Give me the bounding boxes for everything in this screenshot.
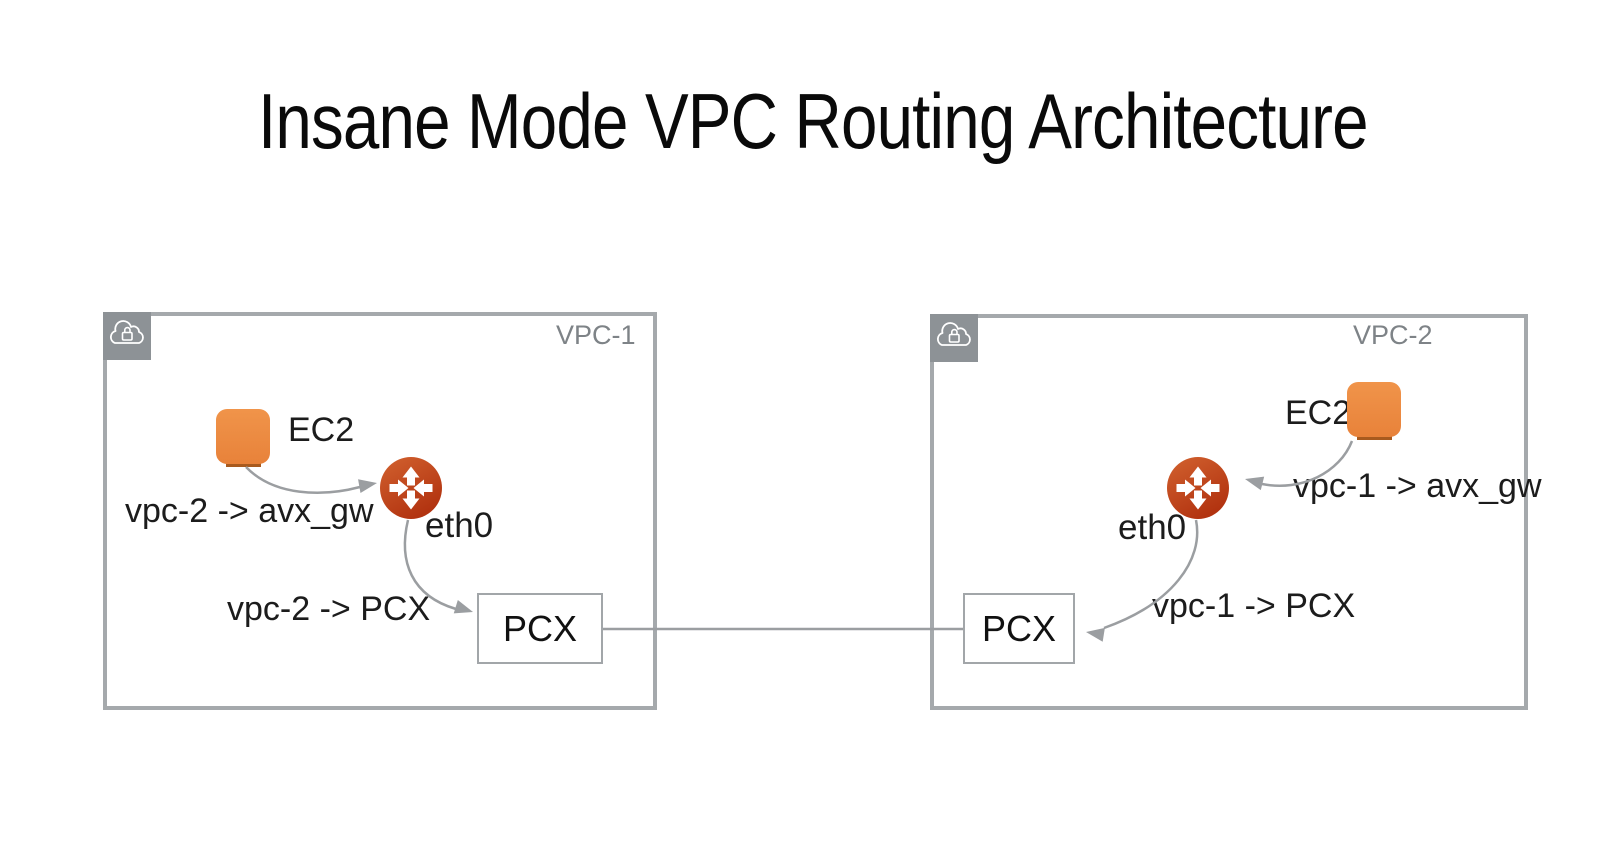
vpc2-gateway-router-icon — [1166, 456, 1230, 525]
vpc1-title: VPC-1 — [556, 320, 636, 350]
vpc1-eth0-label: eth0 — [425, 506, 494, 545]
vpc2-cloud-lock-icon — [930, 314, 978, 362]
vpc1-route-to-pcx-label: vpc-2 -> PCX — [227, 590, 431, 628]
vpc2-ec2-instance-icon — [1347, 382, 1401, 448]
vpc1-gateway-router-icon — [379, 456, 443, 525]
vpc2-route-to-gateway-label: vpc-1 -> avx_gw — [1293, 467, 1542, 505]
cloud-lock-icon — [109, 320, 144, 344]
vpc2-eth0-label: eth0 — [1118, 508, 1187, 547]
vpc2-ec2-label: EC2 — [1285, 394, 1352, 432]
vpc2-pcx-box: PCX — [963, 593, 1075, 664]
page-title: Insane Mode VPC Routing Architecture — [258, 77, 1369, 165]
vpc1-ec2-label: EC2 — [288, 411, 355, 449]
vpc1-ec2-instance-icon — [216, 409, 270, 475]
cloud-lock-icon — [936, 322, 971, 346]
vpc1-frame — [103, 312, 657, 710]
vpc1-route-to-gateway-label: vpc-2 -> avx_gw — [125, 492, 374, 530]
vpc1-pcx-box: PCX — [477, 593, 603, 664]
vpc1-cloud-lock-icon — [103, 312, 151, 360]
vpc2-frame — [930, 314, 1528, 710]
vpc2-route-to-pcx-label: vpc-1 -> PCX — [1152, 587, 1356, 625]
vpc2-title: VPC-2 — [1353, 320, 1433, 350]
